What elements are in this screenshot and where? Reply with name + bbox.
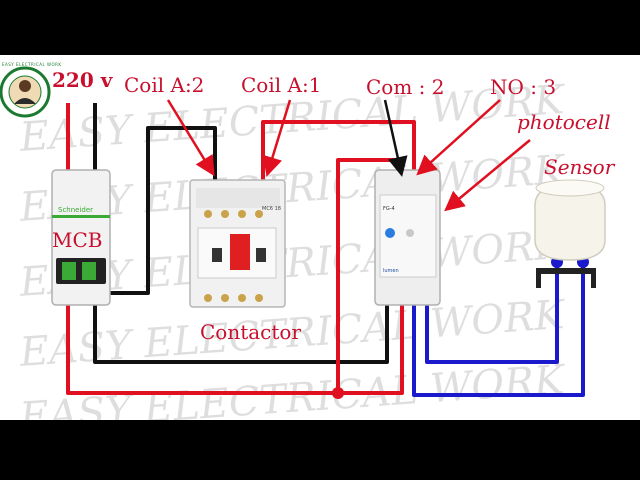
photo-sensor (534, 179, 606, 288)
arrow-coil-a1 (262, 99, 292, 177)
live-bottom-loop (66, 293, 404, 395)
contactor-model: MC6 18 (262, 206, 281, 212)
sensor-wire-2 (425, 262, 559, 364)
arrow-coil-a2 (166, 99, 215, 177)
photocell-label: photocell (517, 110, 611, 134)
photocell-relay: FG-4 lumen (374, 169, 441, 306)
channel-logo (0, 66, 51, 118)
sensor-label: Sensor (544, 155, 615, 179)
arrow-photocell (444, 139, 531, 212)
com-label: Com : 2 (366, 75, 445, 99)
arrow-com (383, 99, 408, 177)
top-bar (0, 0, 640, 55)
mcb-label: MCB (52, 228, 103, 252)
neutral-to-photocell (93, 293, 389, 364)
wires (66, 103, 585, 397)
mcb-brand: Schneider (58, 206, 93, 214)
label-arrows (166, 99, 531, 212)
relay-model: FG-4 (383, 206, 395, 212)
coil-a2-label: Coil A:2 (124, 73, 205, 97)
contactor-label: Contactor (200, 320, 302, 344)
relay-brand: lumen (383, 268, 399, 274)
mcb-breaker: Schneider (51, 169, 111, 306)
logo-ring-text: EASY ELECTRICAL WORK (2, 62, 62, 67)
contactor: MC6 18 (189, 179, 286, 308)
neutral-to-coil-a2 (95, 126, 217, 295)
coil-a1-label: Coil A:1 (241, 73, 322, 97)
no-label: NO : 3 (490, 75, 557, 99)
arrow-no (416, 99, 501, 176)
sensor-wire-1 (412, 262, 585, 397)
voltage-label: 220 v (52, 68, 113, 92)
coil-a1-to-no (261, 120, 416, 185)
bottom-bar (0, 420, 640, 480)
